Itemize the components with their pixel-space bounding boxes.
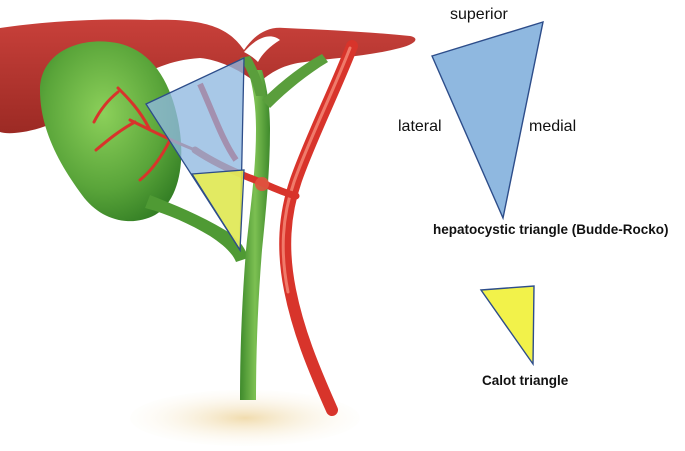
label-hepatocystic-triangle: hepatocystic triangle (Budde-Rocko) [433, 222, 669, 237]
label-lateral: lateral [398, 118, 442, 135]
liver-notch [244, 36, 280, 62]
label-medial: medial [529, 118, 577, 135]
left-hepatic-duct [262, 54, 328, 108]
hepatocystic-triangle-legend [431, 20, 544, 221]
cystic-artery [92, 86, 197, 182]
calot-triangle-legend [479, 285, 535, 367]
artery-highlight [281, 46, 352, 294]
label-calot-triangle: Calot triangle [482, 373, 569, 388]
calot-triangle-overlay [190, 169, 245, 253]
right-hepatic-duct [240, 56, 266, 96]
common-bile-duct [240, 70, 270, 400]
cystic-duct [145, 195, 248, 262]
vessels-through-overlay [197, 82, 239, 162]
label-superior: superior [450, 6, 508, 23]
gallbladder [40, 41, 182, 222]
hepatic-artery [279, 40, 358, 416]
artery-node [255, 177, 269, 191]
duodenum-shadow [130, 390, 360, 446]
